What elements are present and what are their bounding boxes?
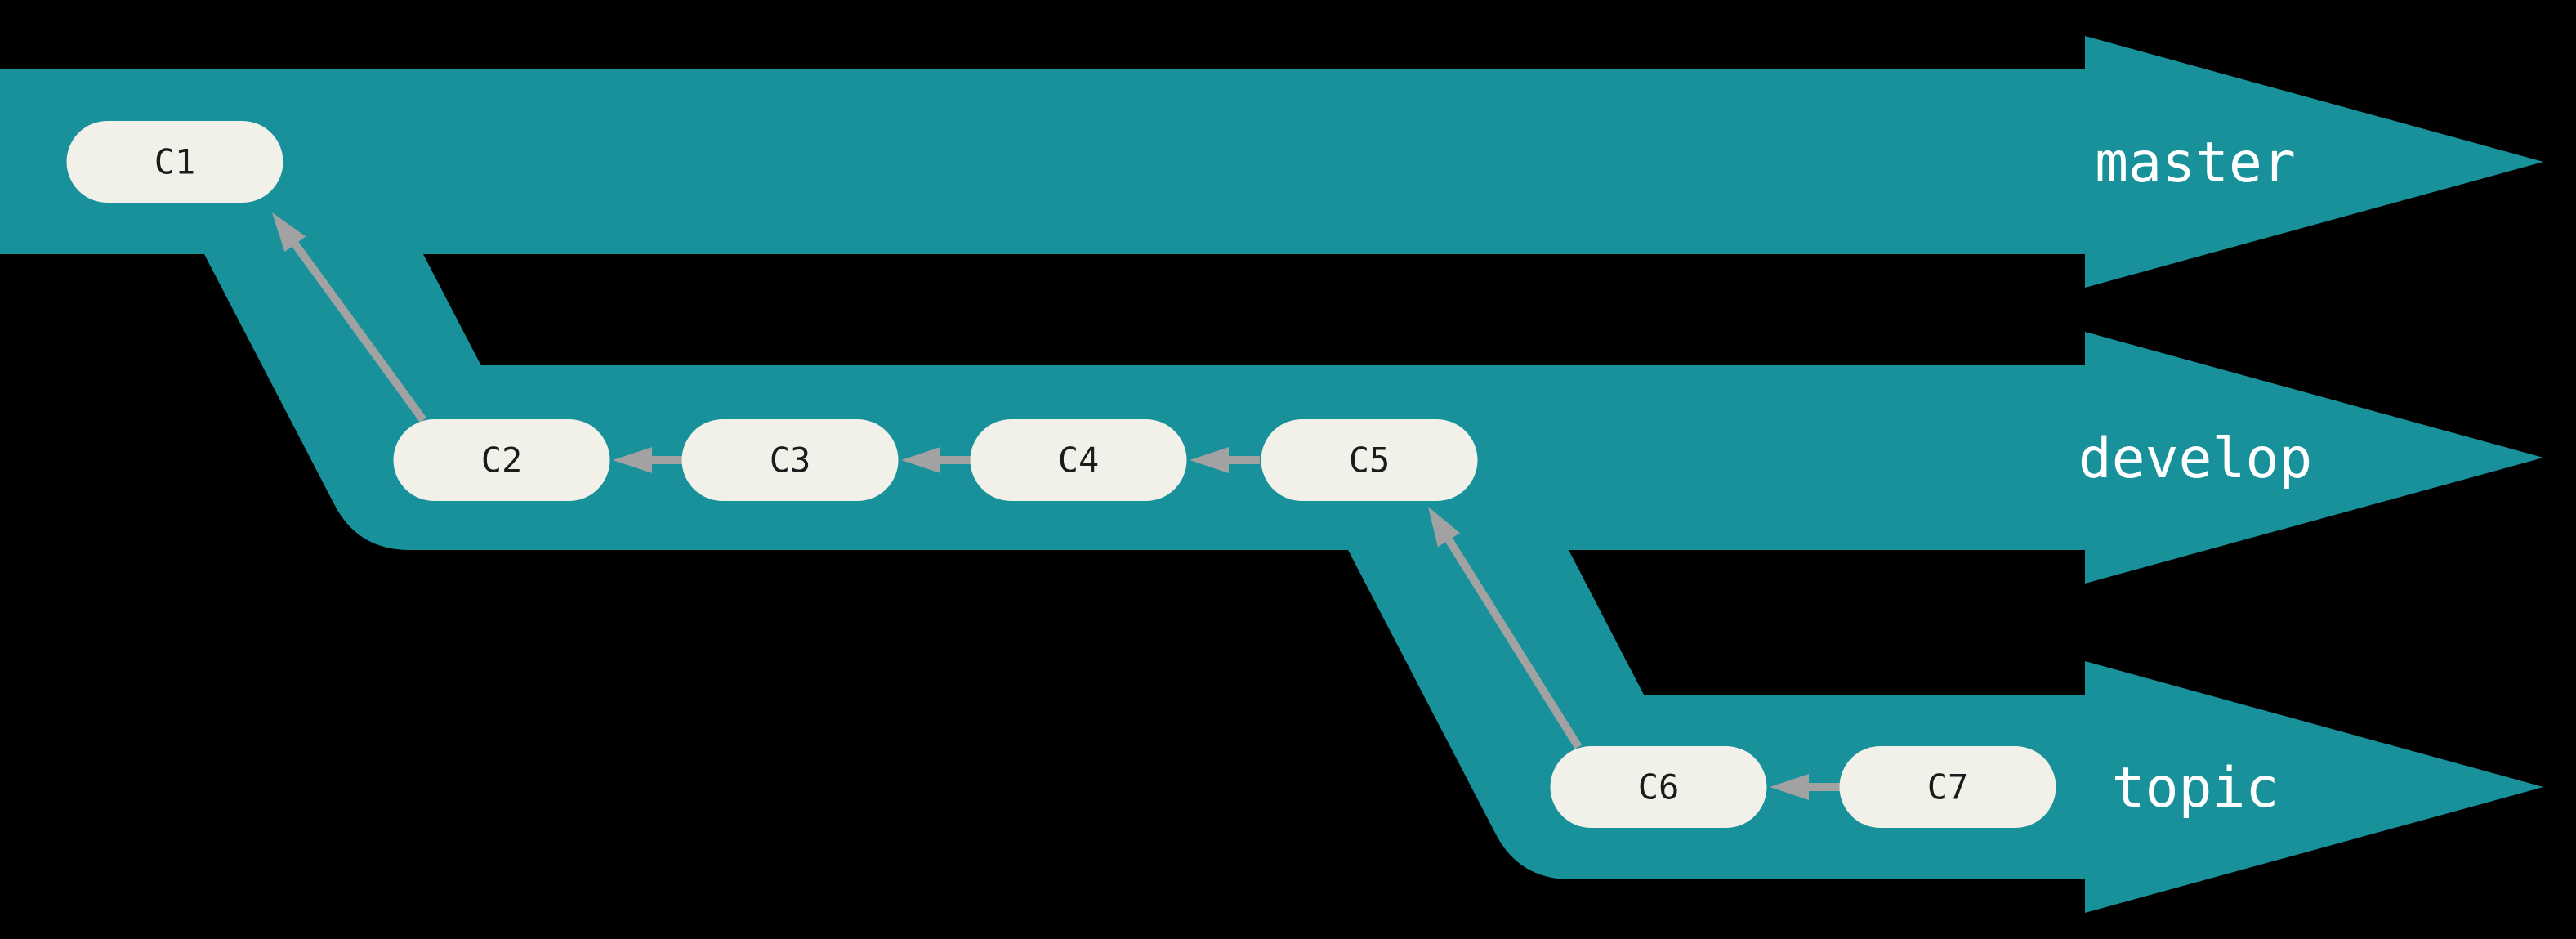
parent-arrow-C2-to-C1	[272, 212, 427, 423]
commit-label: C7	[1927, 767, 1969, 807]
arrow-head	[901, 447, 940, 473]
branch-band-develop	[204, 254, 2085, 550]
arrow-head	[613, 447, 652, 473]
commit-pill	[1261, 419, 1478, 501]
commit-node-C1: C1	[66, 121, 283, 203]
commit-node-C7: C7	[1839, 746, 2056, 828]
commit-pill	[1839, 746, 2056, 828]
branch-label-master: master	[2095, 131, 2296, 195]
branch-arrowhead-develop	[2085, 332, 2543, 584]
commit-pill	[970, 419, 1187, 501]
arrow-line	[292, 241, 427, 423]
commit-node-C2: C2	[393, 419, 610, 501]
commit-label: C3	[770, 440, 811, 481]
branch-label-topic: topic	[2112, 756, 2279, 821]
commit-pill	[66, 121, 283, 203]
branch-band-topic	[1348, 550, 2085, 879]
commit-label: C2	[481, 440, 523, 481]
commit-node-C5: C5	[1261, 419, 1478, 501]
arrow-head	[1190, 447, 1229, 473]
commit-pill	[681, 419, 899, 501]
commit-pill	[1550, 746, 1767, 828]
parent-arrow-C5-to-C4	[1190, 447, 1260, 473]
branch-arrowhead-topic	[2085, 661, 2543, 913]
arrow-head	[272, 212, 306, 253]
branch-band-master	[0, 69, 2085, 254]
parent-arrow-C7-to-C6	[1770, 774, 1840, 800]
commit-node-C4: C4	[970, 419, 1187, 501]
commit-label: C1	[154, 142, 196, 182]
arrow-line	[1445, 538, 1583, 749]
commit-label: C6	[1638, 767, 1680, 807]
parent-arrow-C6-to-C5	[1428, 507, 1583, 749]
parent-arrow-C3-to-C2	[613, 447, 682, 473]
branch-label-develop: develop	[2078, 427, 2313, 491]
arrow-head	[1428, 507, 1460, 548]
commit-pill	[393, 419, 610, 501]
branch-arrowhead-master	[2085, 36, 2543, 288]
commit-label: C4	[1058, 440, 1100, 481]
arrow-head	[1770, 774, 1809, 800]
parent-arrow-C4-to-C3	[901, 447, 971, 473]
commit-node-C6: C6	[1550, 746, 1767, 828]
commit-label: C5	[1349, 440, 1391, 481]
commit-node-C3: C3	[681, 419, 899, 501]
